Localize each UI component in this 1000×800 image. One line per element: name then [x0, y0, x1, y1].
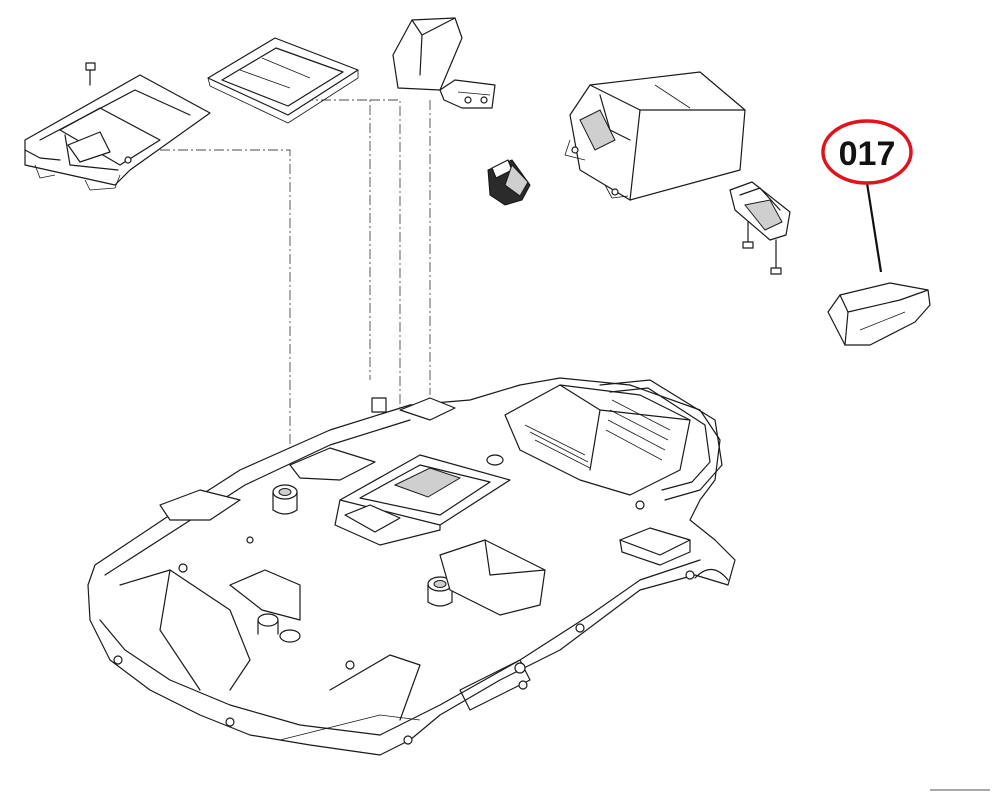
- callout-leader-line: [865, 182, 883, 273]
- screw-part: [85, 62, 96, 86]
- callout-ring: [821, 119, 913, 185]
- front-hood-part: [24, 74, 211, 191]
- latch-part: [729, 181, 791, 275]
- rear-housing-part: [564, 71, 746, 201]
- callout-017: 017: [821, 119, 913, 185]
- part-017-cover: [827, 282, 931, 346]
- knob-part: [487, 159, 531, 206]
- main-chassis: [87, 377, 736, 756]
- callout-number: 017: [839, 135, 896, 173]
- alignment-leader-lines: [160, 99, 431, 480]
- flat-plate-part: [207, 37, 359, 124]
- bracket-part: [392, 17, 496, 109]
